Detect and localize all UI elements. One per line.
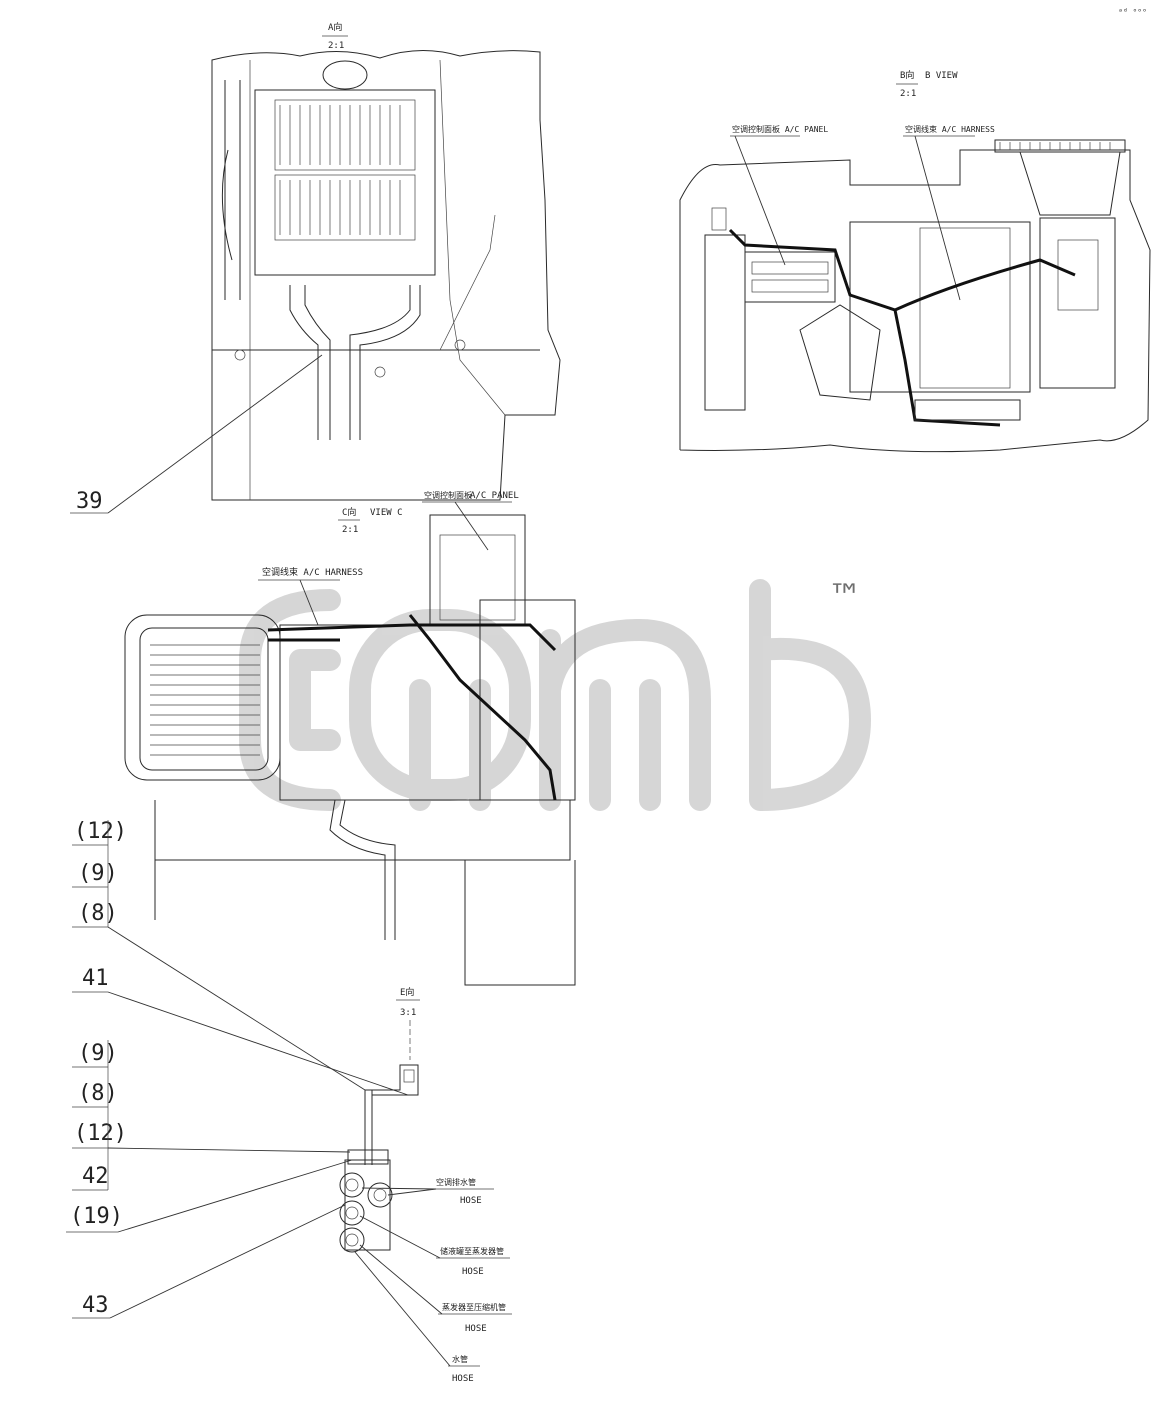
callout-9a: (9) — [78, 861, 118, 886]
hose-2-en: HOSE — [462, 1267, 484, 1277]
view-c-title-en: VIEW C — [370, 508, 403, 518]
view-b-title-en: B VIEW — [925, 71, 958, 81]
view-c-scale: 2:1 — [342, 525, 358, 535]
callout-43: 43 — [82, 1293, 109, 1318]
corner-note: ᵃᵈ ᵒᵒᵒ — [1118, 7, 1147, 16]
hose-1-cn: 空调排水管 — [436, 1177, 476, 1187]
callout-19: (19) — [70, 1204, 123, 1229]
callout-8a: (8) — [78, 901, 118, 926]
view-a-title: A向 — [328, 21, 342, 33]
view-c: C向 VIEW C 2:1 空调控制面板 A/C PANEL 空调线束 A/C … — [72, 490, 576, 1096]
hose-4-en: HOSE — [452, 1374, 474, 1384]
callout-42: 42 — [82, 1164, 109, 1189]
view-c-panel-label-en: A/C PANEL — [470, 491, 519, 501]
trademark-symbol: ™ — [828, 577, 862, 617]
view-e-title: E向 — [400, 986, 414, 998]
hose-3-cn: 蒸发器至压缩机管 — [442, 1302, 506, 1312]
view-a: A向 2:1 39 — [70, 21, 561, 514]
view-b-panel-label: 空调控制面板 A/C PANEL — [732, 124, 828, 134]
view-b-harness-label: 空调线束 A/C HARNESS — [905, 124, 995, 134]
view-e: E向 3:1 (9) (8) (12) 42 (19) 43 空调排水管 HOS… — [66, 986, 512, 1384]
hose-3-en: HOSE — [465, 1324, 487, 1334]
callout-8b: (8) — [78, 1081, 118, 1106]
view-b-title: B向 — [900, 69, 914, 81]
view-e-scale: 3:1 — [400, 1008, 416, 1018]
callout-12b: (12) — [74, 1121, 127, 1146]
view-b-scale: 2:1 — [900, 89, 916, 99]
callout-39: 39 — [76, 489, 103, 514]
callout-9b: (9) — [78, 1041, 118, 1066]
watermark-logo: ™ — [239, 577, 871, 811]
callout-12a: (12) — [74, 819, 127, 844]
view-c-harness-label: 空调线束 A/C HARNESS — [262, 566, 363, 578]
view-c-panel-label-cn: 空调控制面板 — [424, 490, 472, 500]
view-c-title: C向 — [342, 506, 356, 518]
hose-2-cn: 储液罐至蒸发器管 — [440, 1246, 504, 1256]
hose-1-en: HOSE — [460, 1196, 482, 1206]
callout-41: 41 — [82, 966, 109, 991]
view-b: B向 B VIEW 2:1 空调控制面板 A/C PANEL 空调线束 A/C … — [679, 69, 1151, 453]
view-a-scale: 2:1 — [328, 41, 344, 51]
hose-4-cn: 水管 — [452, 1354, 468, 1364]
